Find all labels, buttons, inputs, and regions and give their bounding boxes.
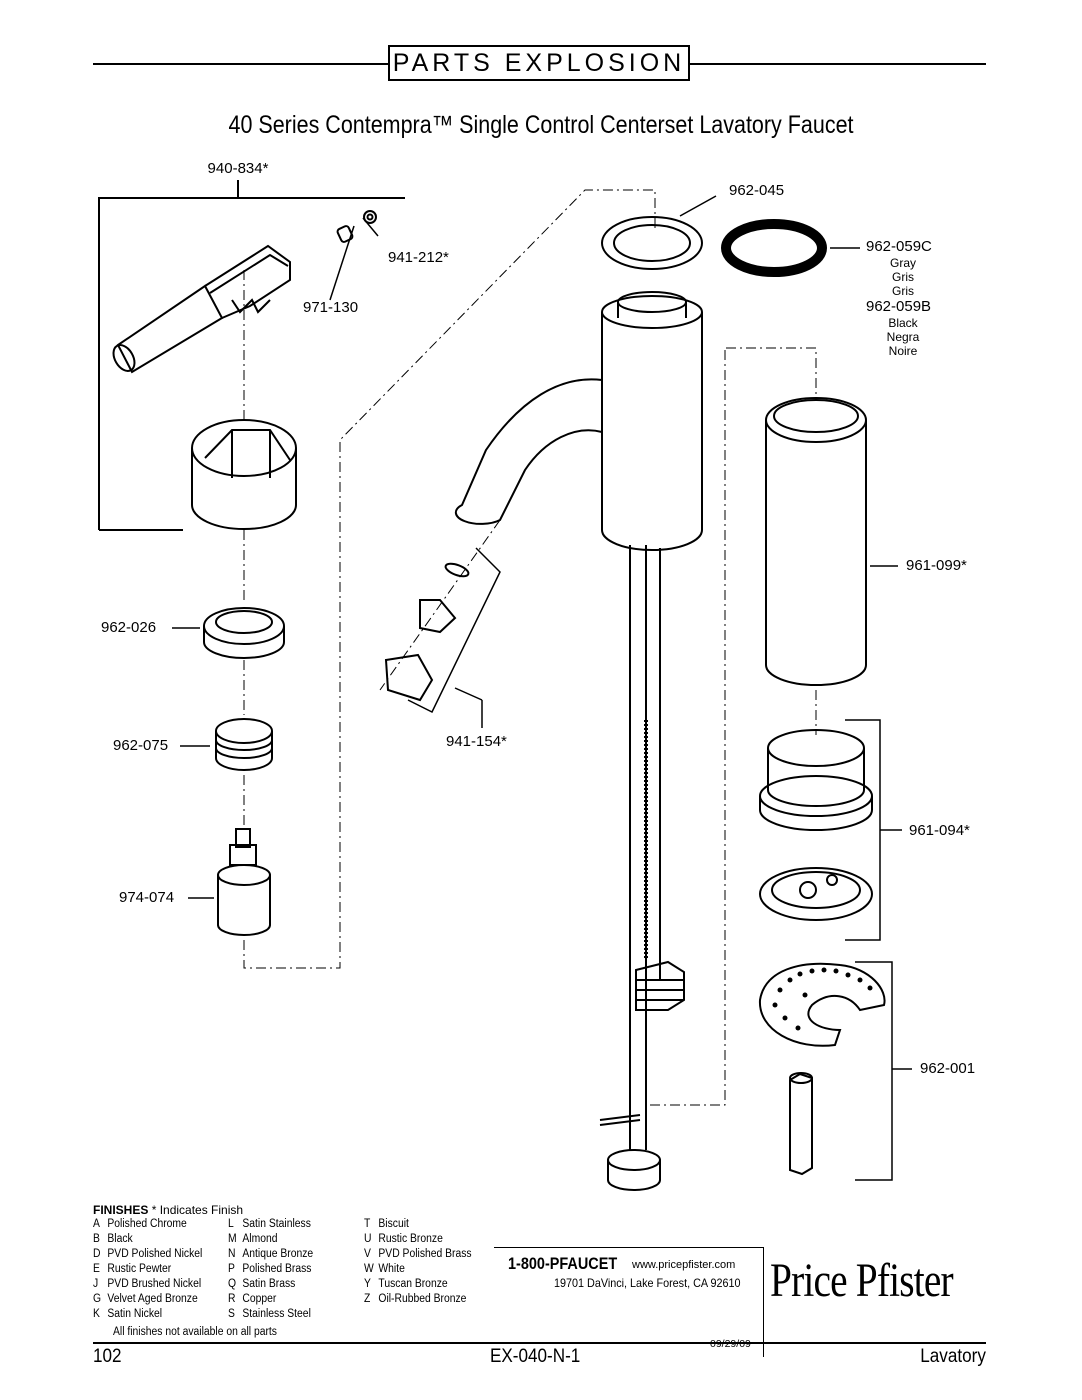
finishes-note: All finishes not available on all parts <box>113 1326 277 1338</box>
phone-number: 1-800-PFAUCET <box>508 1254 618 1273</box>
color-label-black: Black <box>888 316 918 330</box>
contact-box <box>494 1247 764 1357</box>
header-rule-left <box>93 63 389 65</box>
threaded-ring-drawing <box>215 718 273 771</box>
footer-rule <box>93 1342 986 1344</box>
part-label-974-074: 974-074 <box>119 889 175 906</box>
color-label-noire: Noire <box>888 344 918 358</box>
part-label-962-059b: 962-059B <box>866 298 932 315</box>
color-label-gray: Gray <box>889 256 917 270</box>
part-label-940-834: 940-834* <box>207 160 269 177</box>
finishes-heading: FINISHES * Indicates Finish <box>93 1203 244 1217</box>
part-label-962-045: 962-045 <box>729 182 785 199</box>
gasket-drawing <box>601 216 703 270</box>
cartridge-drawing <box>217 828 271 936</box>
website-link[interactable]: www.pricepfister.com <box>632 1259 736 1271</box>
part-label-962-075: 962-075 <box>113 737 169 754</box>
revision-date: 09/29/09 <box>710 1338 751 1350</box>
part-label-961-099: 961-099* <box>906 557 967 574</box>
mounting-plate-drawing <box>758 962 886 1176</box>
section-heading: PARTS EXPLOSION <box>388 45 690 81</box>
part-label-962-001: 962-001 <box>920 1060 976 1077</box>
part-label-962-026: 962-026 <box>101 619 157 636</box>
part-label-971-130: 971-130 <box>303 299 359 316</box>
base-drawing <box>759 729 873 921</box>
page-category: Lavatory <box>920 1346 986 1367</box>
company-address: 19701 DaVinci, Lake Forest, CA 92610 <box>554 1276 741 1290</box>
color-label-gris-2: Gris <box>892 284 914 298</box>
supply-tube-drawing <box>599 545 685 1191</box>
aerator-drawing <box>384 562 470 702</box>
sleeve-drawing <box>765 397 867 686</box>
color-label-gris-1: Gris <box>892 270 914 284</box>
part-label-961-094: 961-094* <box>909 822 970 839</box>
part-label-941-154: 941-154* <box>446 733 507 750</box>
part-label-941-212: 941-212* <box>388 249 449 266</box>
page-title: 40 Series Contempra™ Single Control Cent… <box>228 111 854 139</box>
escutcheon-ring-drawing <box>721 219 827 277</box>
brand-logo: Price Pfister <box>770 1254 954 1307</box>
header-rule-right <box>689 63 986 65</box>
handle-lever-drawing <box>112 244 291 374</box>
color-label-negra: Negra <box>886 330 920 344</box>
set-screw-drawing <box>336 210 377 243</box>
part-label-962-059c: 962-059C <box>866 238 932 255</box>
handle-adapter-drawing <box>191 419 297 530</box>
handle-assembly-bracket <box>98 180 405 531</box>
page-number: 102 <box>93 1346 122 1367</box>
bonnet-nut-drawing <box>203 607 285 659</box>
document-code: EX-040-N-1 <box>490 1346 581 1367</box>
faucet-body-drawing <box>454 291 703 551</box>
